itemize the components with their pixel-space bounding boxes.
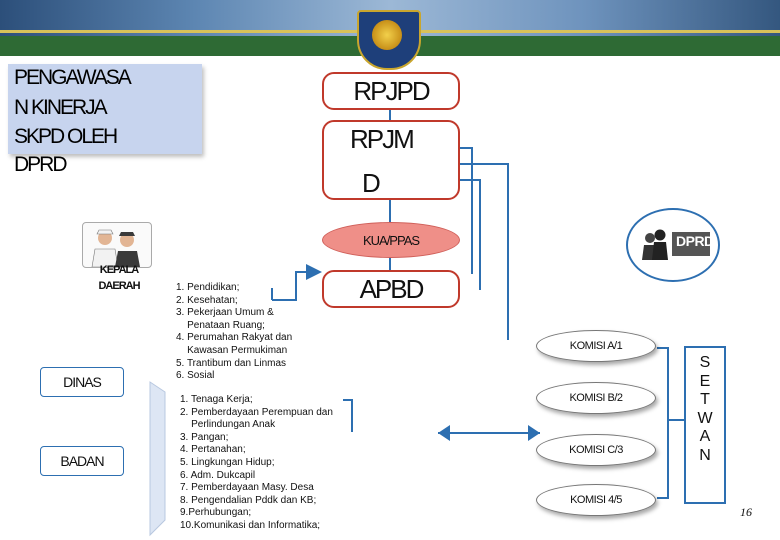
list-b-item: 1. Tenaga Kerja; [180,394,253,405]
setwan-letter: W [697,409,713,427]
list-a-item: 5. Trantibum dan Linmas [176,357,287,369]
title-line-1: PENGAWASA [14,66,132,89]
rpjmd-label-1: RPJM [350,124,415,154]
komisi-b-label: KOMISI B/2 [569,392,623,404]
kepala-daerah-label: KEPALA DAERAH [88,262,150,294]
komisi-4: KOMISI 4/5 [536,484,656,516]
dprd-logo-text: DPRD [676,233,714,249]
list-b-item: 5. Lingkungan Hidup; [180,456,275,468]
list-b-item: 7. Pemberdayaan Masy. Desa [180,482,314,494]
list-b-item: Perlindungan Anak [180,419,276,431]
apbd-box: APBD [322,270,460,308]
setwan-letter: S [699,354,711,371]
setwan-letter: A [699,428,711,446]
bracket-b [343,399,353,432]
list-b-item: 4. Pertanahan; [180,444,246,456]
affairs-list-b: 1. Tenaga Kerja;2. Pemberdayaan Perempua… [180,394,333,533]
dprd-people-icon [642,229,710,260]
rpjmd-right-line-2 [458,163,509,340]
dprd-logo: DPRD [626,208,720,282]
list-a-item: 6. Sosial [176,370,215,382]
kua-ppas-ellipse: KUA/PPAS [322,222,460,258]
komisi-a: KOMISI A/1 [536,330,656,362]
list-a-item: Kawasan Permukiman [176,344,288,356]
setwan-letter: N [699,446,711,464]
chevron-arrow-icon [149,381,166,537]
list-b-item: 9.Perhubungan; [180,507,252,519]
title-line-2: N KINERJA [14,96,108,119]
rpjmd-box: RPJM D [322,120,460,200]
dinas-label: DINAS [63,374,102,390]
list-b-item: 10.Komunikasi dan Informatika; [180,519,321,531]
komisi-b: KOMISI B/2 [536,382,656,414]
apbd-label: APBD [359,273,425,304]
title-line-4: DPRD [14,153,67,176]
list-b-item: 2. Pemberdayaan Perempuan dan [180,406,333,418]
badan-box: BADAN [40,446,124,476]
setwan-letter: T [700,391,710,409]
badan-label: BADAN [60,453,104,469]
title-box [8,64,202,154]
rpjpd-label: RPJPD [353,75,430,106]
komisi-c-label: KOMISI C/3 [569,444,623,456]
rpjpd-box: RPJPD [322,72,460,110]
list-a-item: 1. Pendidikan; [176,282,240,293]
kepala-label-line-2: DAERAH [98,280,140,292]
list-a-item: 4. Perumahan Rakyat dan [176,332,293,344]
list-b-item: 8. Pengendalian Pddk dan KB; [180,494,317,506]
list-a-item: Penataan Ruang; [176,319,265,331]
komisi-4-label: KOMISI 4/5 [570,494,622,506]
dinas-box: DINAS [40,367,124,397]
list-a-item: 2. Kesehatan; [176,294,238,306]
komisi-c: KOMISI C/3 [536,434,656,466]
bracket-arrow-a [272,264,322,301]
rpjmd-right-line [458,147,473,274]
rpjmd-label-2: D [362,168,381,198]
list-a-item: 3. Pekerjaan Umum & [176,307,274,319]
kepala-label-line-1: KEPALA [99,264,139,276]
kua-ppas-label: KUA/PPAS [362,232,420,248]
list-b-item: 3. Pangan; [180,431,229,443]
list-b-item: 6. Adm. Dukcapil [180,469,256,481]
title-line-3: SKPD OLEH [14,125,118,148]
emblem-center [372,20,402,50]
affairs-list-a: 1. Pendidikan;2. Kesehatan;3. Pekerjaan … [176,282,292,383]
setwan-letter: E [699,372,711,390]
apbd-side-line [458,179,481,290]
page-number: 16 [740,505,752,519]
komisi-a-label: KOMISI A/1 [569,340,623,352]
komisi-bracket [657,347,669,499]
officials-icon [82,222,152,268]
